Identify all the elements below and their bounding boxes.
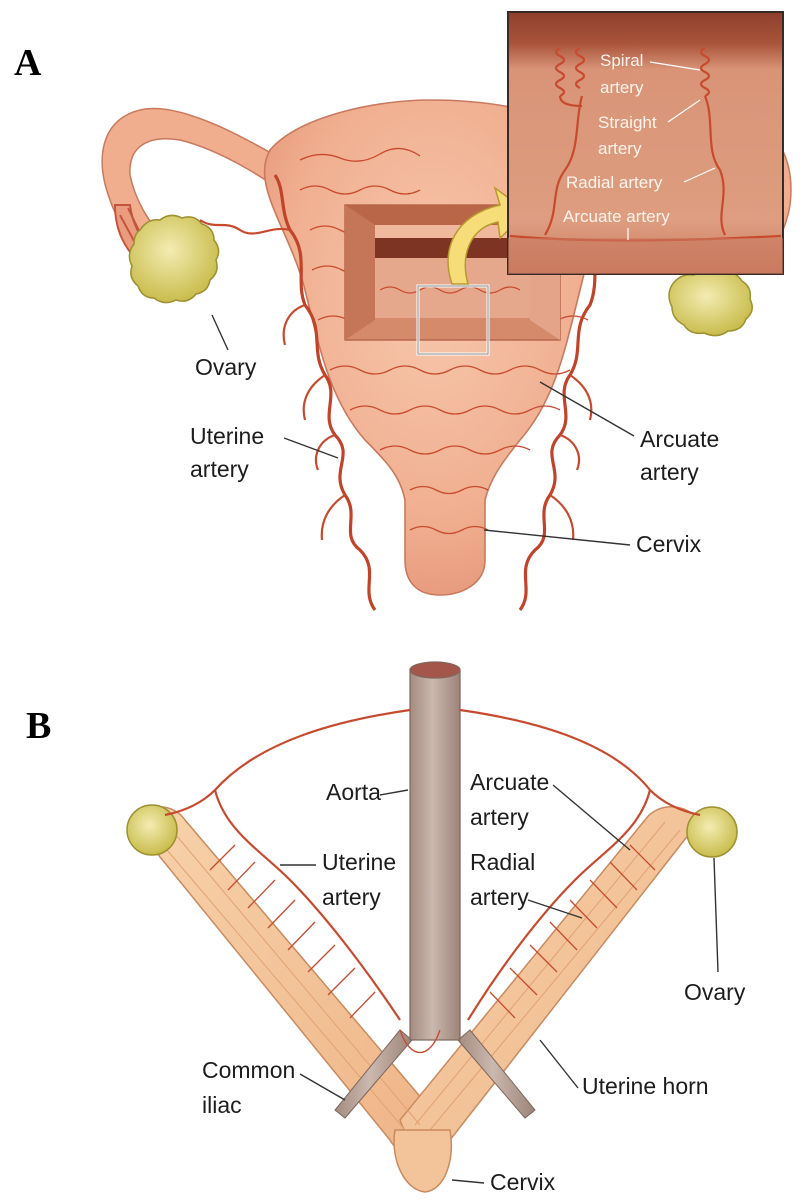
label-arcuate-artery-a-1: Arcuate xyxy=(640,426,719,452)
label-common-iliac-2: iliac xyxy=(202,1092,242,1118)
inset-label-arcuate: Arcuate artery xyxy=(563,207,670,226)
arterial-inset: Spiral artery Straight artery Radial art… xyxy=(508,12,783,274)
label-aorta: Aorta xyxy=(326,779,381,805)
label-cervix-b: Cervix xyxy=(490,1169,556,1195)
panel-a: A xyxy=(14,12,791,610)
label-arcuate-b-2: artery xyxy=(470,804,529,830)
aorta-opening xyxy=(410,662,460,678)
label-uterine-horn: Uterine horn xyxy=(582,1073,709,1099)
panel-b: B xyxy=(26,662,746,1195)
inset-label-radial: Radial artery xyxy=(566,173,663,192)
label-uterine-b-2: artery xyxy=(322,884,381,910)
label-common-iliac-1: Common xyxy=(202,1057,295,1083)
label-uterine-artery-a-2: artery xyxy=(190,456,249,482)
aorta-shape xyxy=(410,670,460,1040)
panel-a-letter: A xyxy=(14,42,42,84)
cervix-b-shape xyxy=(394,1130,451,1192)
label-ovary-b: Ovary xyxy=(684,979,746,1005)
panel-b-letter: B xyxy=(26,705,51,747)
right-ovary-shape xyxy=(669,270,752,335)
label-radial-b-2: artery xyxy=(470,884,529,910)
label-cervix-a: Cervix xyxy=(636,531,702,557)
left-ovary-shape xyxy=(129,215,218,302)
label-ovary-a: Ovary xyxy=(195,354,257,380)
left-ovary-b xyxy=(127,805,177,855)
label-radial-b-1: Radial xyxy=(470,849,535,875)
label-uterine-artery-a-1: Uterine xyxy=(190,423,264,449)
inset-label-spiral-1: Spiral xyxy=(600,51,643,70)
label-arcuate-b-1: Arcuate xyxy=(470,769,549,795)
inset-label-straight-1: Straight xyxy=(598,113,657,132)
inset-label-straight-2: artery xyxy=(598,139,642,158)
label-uterine-b-1: Uterine xyxy=(322,849,396,875)
inset-label-spiral-2: artery xyxy=(600,78,644,97)
label-arcuate-artery-a-2: artery xyxy=(640,459,699,485)
